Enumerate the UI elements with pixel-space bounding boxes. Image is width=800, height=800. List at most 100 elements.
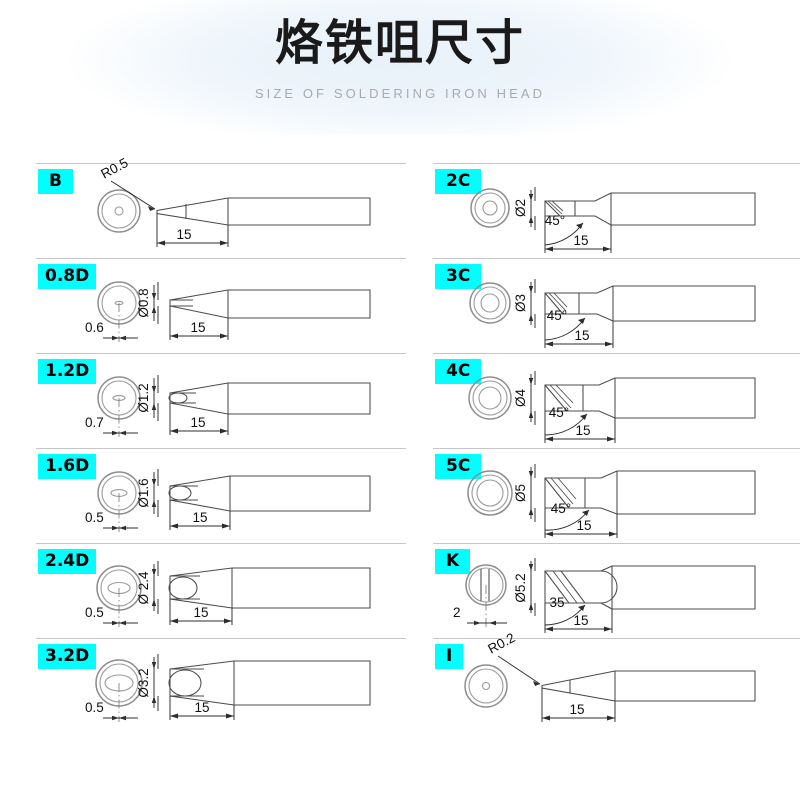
angle-arrowhead xyxy=(582,510,589,516)
dia-arrow-top xyxy=(528,378,534,385)
dim-arrow-left xyxy=(542,715,550,721)
tip-row-3-2d: 3.2D 0.5 Ø3.2 15 xyxy=(18,638,406,733)
length-label: 15 xyxy=(569,702,584,717)
dia-arrow-bottom xyxy=(528,508,534,515)
tip-row-5c: 5C Ø5 45° 15 xyxy=(415,448,800,543)
dim-arrow-left xyxy=(545,626,553,632)
angle-label: 45° xyxy=(545,213,565,228)
front-view-inner-ring xyxy=(472,380,508,416)
angle-label: 45° xyxy=(547,308,567,323)
tip-drawing-b: R0.5 15 xyxy=(97,155,371,247)
bevel-face-edge xyxy=(544,292,564,315)
dim-arrow-right xyxy=(119,430,126,436)
dim-arrow-right xyxy=(489,620,496,626)
tip-drawing-k: 2 Ø5.2 35 15 xyxy=(453,558,756,633)
dia-arrow-top xyxy=(528,286,534,293)
length-label: 15 xyxy=(573,613,588,628)
dim-arrow-left xyxy=(157,240,165,246)
dim-arrow-right xyxy=(220,240,228,246)
tip-chart-grid: B R0.5 15 0.8D xyxy=(0,135,800,800)
dia-arrow-bottom xyxy=(528,411,534,418)
tip-face-ellipse xyxy=(168,576,198,600)
tip-row-3c: 3C Ø3 45° 15 xyxy=(415,258,800,353)
dia-arrow-top xyxy=(528,471,534,478)
row-divider xyxy=(36,353,406,354)
length-label: 15 xyxy=(190,320,205,335)
tip-drawing-2c: Ø2 45° 15 xyxy=(470,187,756,253)
dim-arrow-right xyxy=(119,525,126,531)
dim-arrow-right xyxy=(607,436,615,442)
tip-row-0-8d: 0.8D 0.6 Ø0.8 15 xyxy=(18,258,406,353)
front-view-inner-ring xyxy=(468,668,504,704)
row-divider xyxy=(433,353,800,354)
diameter-label: Ø1.6 xyxy=(136,478,151,507)
dim-arrow-right xyxy=(224,618,232,624)
dim-arrow-left xyxy=(112,715,119,721)
tip-drawing-5c: Ø5 45° 15 xyxy=(467,464,756,538)
diameter-label: Ø4 xyxy=(513,389,528,408)
tip-width-label: 0.6 xyxy=(85,320,104,335)
dim-arrow-right xyxy=(119,335,126,341)
tip-face-ellipse xyxy=(168,392,188,404)
front-view-outer-ring xyxy=(470,188,510,228)
angle-arrowhead xyxy=(580,414,587,420)
dim-arrow-right xyxy=(604,626,612,632)
dim-arrow-left xyxy=(170,523,178,529)
length-label: 15 xyxy=(190,415,205,430)
tip-row-1-6d: 1.6D 0.5 Ø1.6 15 xyxy=(18,448,406,543)
tip-label-badge: 4C xyxy=(435,359,482,384)
dia-arrow-top xyxy=(528,564,534,571)
dia-arrow-bottom xyxy=(528,603,534,610)
front-view-outer-ring xyxy=(467,470,513,516)
tip-width-label: 0.5 xyxy=(85,700,104,715)
tip-drawing-3c: Ø3 45° 15 xyxy=(469,279,756,348)
row-divider xyxy=(36,543,406,544)
diameter-label: Ø1.2 xyxy=(136,383,151,412)
dia-arrow-top xyxy=(151,479,157,486)
knife-bevel-edge-2 xyxy=(560,570,586,604)
tip-label-badge: 1.2D xyxy=(38,359,97,384)
dim-arrow-left xyxy=(474,620,481,626)
bevel-hatch-2 xyxy=(555,384,574,404)
tip-profile xyxy=(544,285,756,322)
front-view-center-dot xyxy=(114,206,124,216)
dim-arrow-right xyxy=(609,531,617,537)
dim-arrow-left xyxy=(545,531,553,537)
tip-profile xyxy=(156,197,371,226)
tip-row-i: I R0.2 15 xyxy=(415,630,800,733)
bevel-hatch-2 xyxy=(551,200,564,212)
row-divider xyxy=(433,448,800,449)
front-view-bore xyxy=(482,200,498,216)
front-view-inner-ring xyxy=(473,286,507,320)
dim-arrow-left xyxy=(112,430,119,436)
bevel-face-edge xyxy=(544,477,570,509)
tip-profile xyxy=(541,670,756,702)
bevel-hatch-1 xyxy=(548,292,567,312)
dia-arrow-bottom xyxy=(151,599,157,606)
dim-arrow-right xyxy=(603,246,611,252)
dia-arrow-bottom xyxy=(528,216,534,223)
dia-arrow-top xyxy=(151,293,157,300)
dia-arrow-top xyxy=(528,194,534,201)
page-header: 烙铁咀尺寸 SIZE OF SOLDERING IRON HEAD xyxy=(0,0,800,135)
tip-profile xyxy=(544,192,756,226)
tip-label-badge: 5C xyxy=(435,454,482,479)
tip-label-badge: 2C xyxy=(435,169,482,194)
front-view-outer-ring xyxy=(468,376,512,420)
bevel-face-edge xyxy=(544,200,561,217)
tip-row-2c: 2C Ø2 45° 15 xyxy=(415,163,800,258)
row-divider xyxy=(433,258,800,259)
bevel-hatch-1 xyxy=(549,384,572,409)
tip-profile xyxy=(169,382,371,415)
row-divider xyxy=(36,448,406,449)
length-label: 15 xyxy=(575,423,590,438)
bevel-hatch-2 xyxy=(557,477,577,500)
front-view-bore xyxy=(480,293,500,313)
shank-taper-bottom xyxy=(600,602,613,610)
radius-leader xyxy=(110,180,156,210)
tip-drawing-2-4d: 0.5 Ø 2.4 15 xyxy=(85,561,371,627)
front-view-inner-ring xyxy=(471,474,509,512)
length-label: 15 xyxy=(574,328,589,343)
dim-arrow-left xyxy=(170,428,178,434)
angle-label: 45° xyxy=(549,405,569,420)
